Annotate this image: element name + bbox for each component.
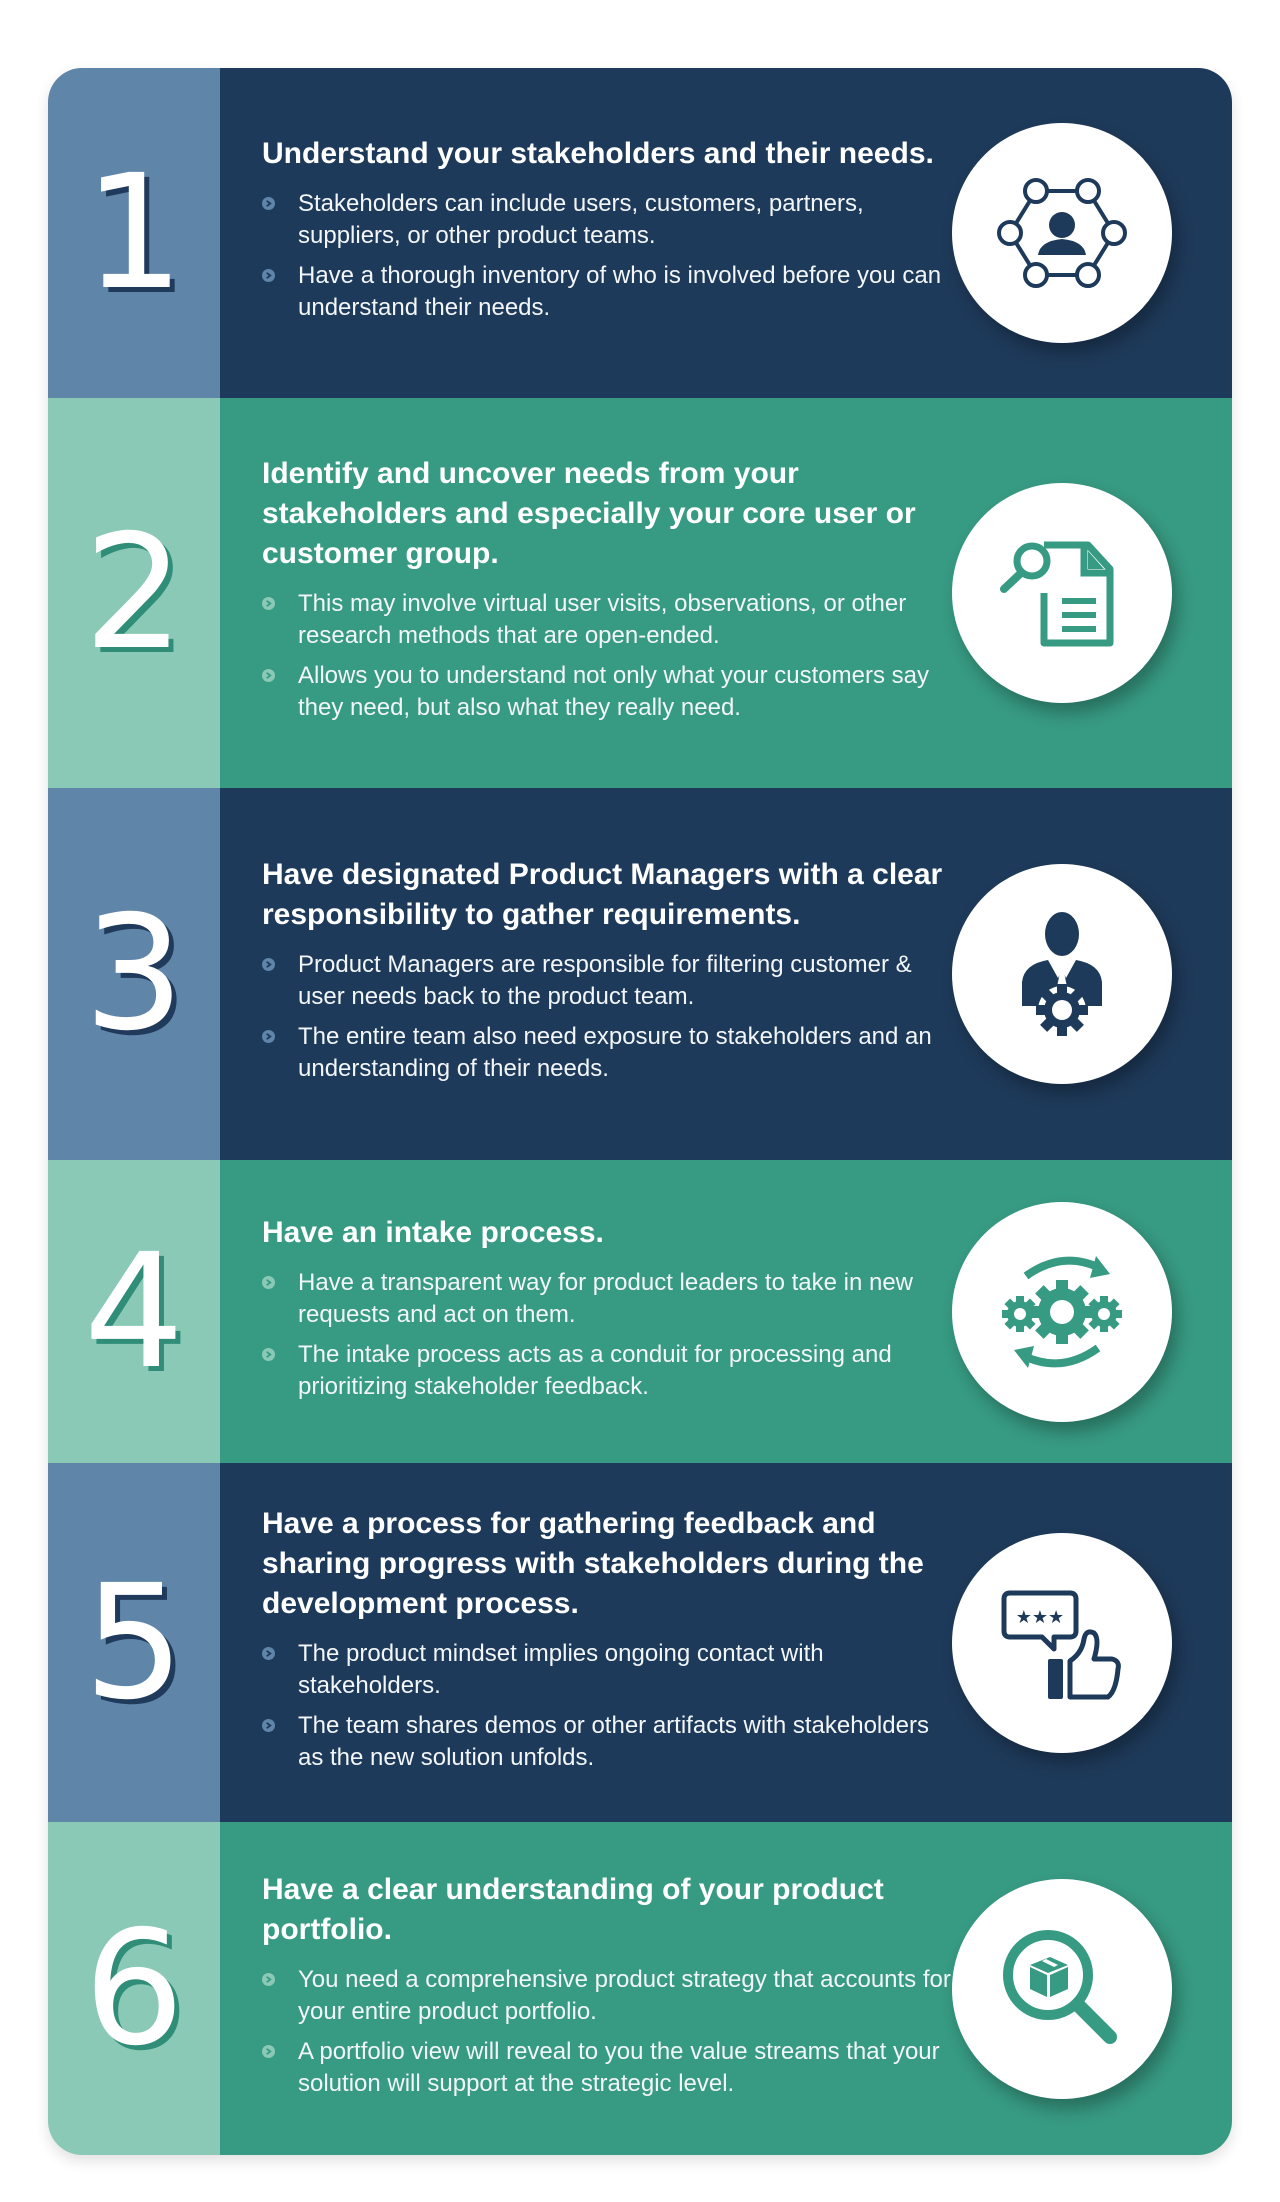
step-content: Have an intake process. Have a transpare…: [220, 1160, 1232, 1463]
step-number: 3: [83, 882, 185, 1066]
step-content: Identify and uncover needs from your sta…: [220, 398, 1232, 788]
step-bullets: You need a comprehensive product strateg…: [262, 1964, 952, 2100]
bullet-item: The product mindset implies ongoing cont…: [262, 1638, 952, 1702]
step-content: Have designated Product Managers with a …: [220, 788, 1232, 1160]
step-title: Identify and uncover needs from your sta…: [262, 457, 916, 570]
bullet-text: Allows you to understand not only what y…: [298, 662, 929, 721]
bullet-text: The product mindset implies ongoing cont…: [298, 1639, 824, 1699]
arrow-bullet-icon: [262, 1646, 275, 1660]
arrow-bullet-icon: [262, 1347, 275, 1361]
arrow-bullet-icon: [262, 1275, 275, 1289]
step-3: 3 Have designated Product Managers with …: [48, 788, 1232, 1160]
icon-badge: [952, 1878, 1172, 2099]
step-title: Have designated Product Managers with a …: [262, 858, 943, 931]
svg-text:★★★: ★★★: [1016, 1607, 1064, 1628]
stakeholder-network-icon: [997, 178, 1127, 288]
bullet-text: Have a thorough inventory of who is invo…: [298, 262, 942, 321]
step-number-column: 5: [48, 1463, 220, 1822]
step-6: 6 Have a clear understanding of your pro…: [48, 1822, 1232, 2155]
step-2: 2 Identify and uncover needs from your s…: [48, 398, 1232, 788]
manager-gear-icon: [1022, 912, 1102, 1036]
bullet-item: A portfolio view will reveal to you the …: [262, 2036, 952, 2100]
document-search-icon: [1000, 541, 1114, 647]
bullet-item: The entire team also need exposure to st…: [262, 1021, 952, 1085]
icon-badge: [952, 864, 1172, 1084]
bullet-text: The entire team also need exposure to st…: [298, 1023, 932, 1082]
infographic-card: 1 Understand your stakeholders and their…: [48, 68, 1232, 2155]
gears-cycle-icon: [1002, 1255, 1122, 1368]
step-number: 4: [83, 1219, 185, 1404]
step-number-column: 6: [48, 1822, 220, 2155]
step-title: Understand your stakeholders and their n…: [262, 137, 934, 170]
step-number: 2: [83, 501, 185, 685]
arrow-bullet-icon: [262, 1030, 275, 1043]
arrow-bullet-icon: [262, 269, 275, 282]
bullet-text: Product Managers are responsible for fil…: [298, 951, 912, 1010]
icon-badge: ★★★: [952, 1532, 1172, 1753]
bullet-text: The intake process acts as a conduit for…: [298, 1340, 892, 1400]
icon-badge: [952, 123, 1172, 343]
bullet-item: The intake process acts as a conduit for…: [262, 1339, 952, 1403]
bullet-text: You need a comprehensive product strateg…: [298, 1965, 951, 2025]
step-bullets: Have a transparent way for product leade…: [262, 1267, 952, 1403]
step-1: 1 Understand your stakeholders and their…: [48, 68, 1232, 398]
icon-badge: [952, 1201, 1172, 1422]
step-title: Have a process for gathering feedback an…: [262, 1506, 924, 1620]
arrow-bullet-icon: [262, 1718, 275, 1732]
bullet-text: The team shares demos or other artifacts…: [298, 1711, 929, 1771]
step-content: Understand your stakeholders and their n…: [220, 68, 1232, 398]
icon-badge: [952, 483, 1172, 703]
step-number: 6: [83, 1896, 185, 2081]
step-number-column: 4: [48, 1160, 220, 1463]
bullet-item: This may involve virtual user visits, ob…: [262, 588, 952, 652]
step-number-column: 2: [48, 398, 220, 788]
arrow-bullet-icon: [262, 1972, 275, 1986]
arrow-bullet-icon: [262, 597, 275, 610]
step-title: Have a clear understanding of your produ…: [262, 1872, 884, 1946]
arrow-bullet-icon: [262, 2044, 275, 2058]
bullet-item: Stakeholders can include users, customer…: [262, 188, 952, 252]
bullet-text: Have a transparent way for product leade…: [298, 1268, 913, 1328]
step-bullets: The product mindset implies ongoing cont…: [262, 1638, 952, 1774]
bullet-text: This may involve virtual user visits, ob…: [298, 590, 907, 649]
step-title: Have an intake process.: [262, 1215, 604, 1249]
step-bullets: Product Managers are responsible for fil…: [262, 949, 952, 1085]
bullet-text: A portfolio view will reveal to you the …: [298, 2037, 940, 2097]
step-5: 5 Have a process for gathering feedback …: [48, 1463, 1232, 1822]
arrow-bullet-icon: [262, 958, 275, 971]
bullet-text: Stakeholders can include users, customer…: [298, 190, 864, 249]
step-bullets: Stakeholders can include users, customer…: [262, 188, 952, 324]
feedback-thumbs-up-icon: ★★★: [1001, 1590, 1121, 1699]
step-4: 4 Have an intake process. Have a transpa…: [48, 1160, 1232, 1463]
arrow-bullet-icon: [262, 197, 275, 210]
step-number-column: 1: [48, 68, 220, 398]
step-number: 1: [83, 141, 185, 325]
bullet-item: Product Managers are responsible for fil…: [262, 949, 952, 1013]
step-number: 5: [83, 1550, 185, 1735]
bullet-item: The team shares demos or other artifacts…: [262, 1710, 952, 1774]
bullet-item: Have a thorough inventory of who is invo…: [262, 260, 952, 324]
bullet-item: You need a comprehensive product strateg…: [262, 1964, 952, 2028]
step-number-column: 3: [48, 788, 220, 1160]
bullet-item: Have a transparent way for product leade…: [262, 1267, 952, 1331]
step-content: Have a process for gathering feedback an…: [220, 1463, 1232, 1822]
product-search-icon: [1003, 1929, 1117, 2044]
bullet-item: Allows you to understand not only what y…: [262, 660, 952, 724]
step-content: Have a clear understanding of your produ…: [220, 1822, 1232, 2155]
step-bullets: This may involve virtual user visits, ob…: [262, 588, 952, 724]
arrow-bullet-icon: [262, 669, 275, 682]
